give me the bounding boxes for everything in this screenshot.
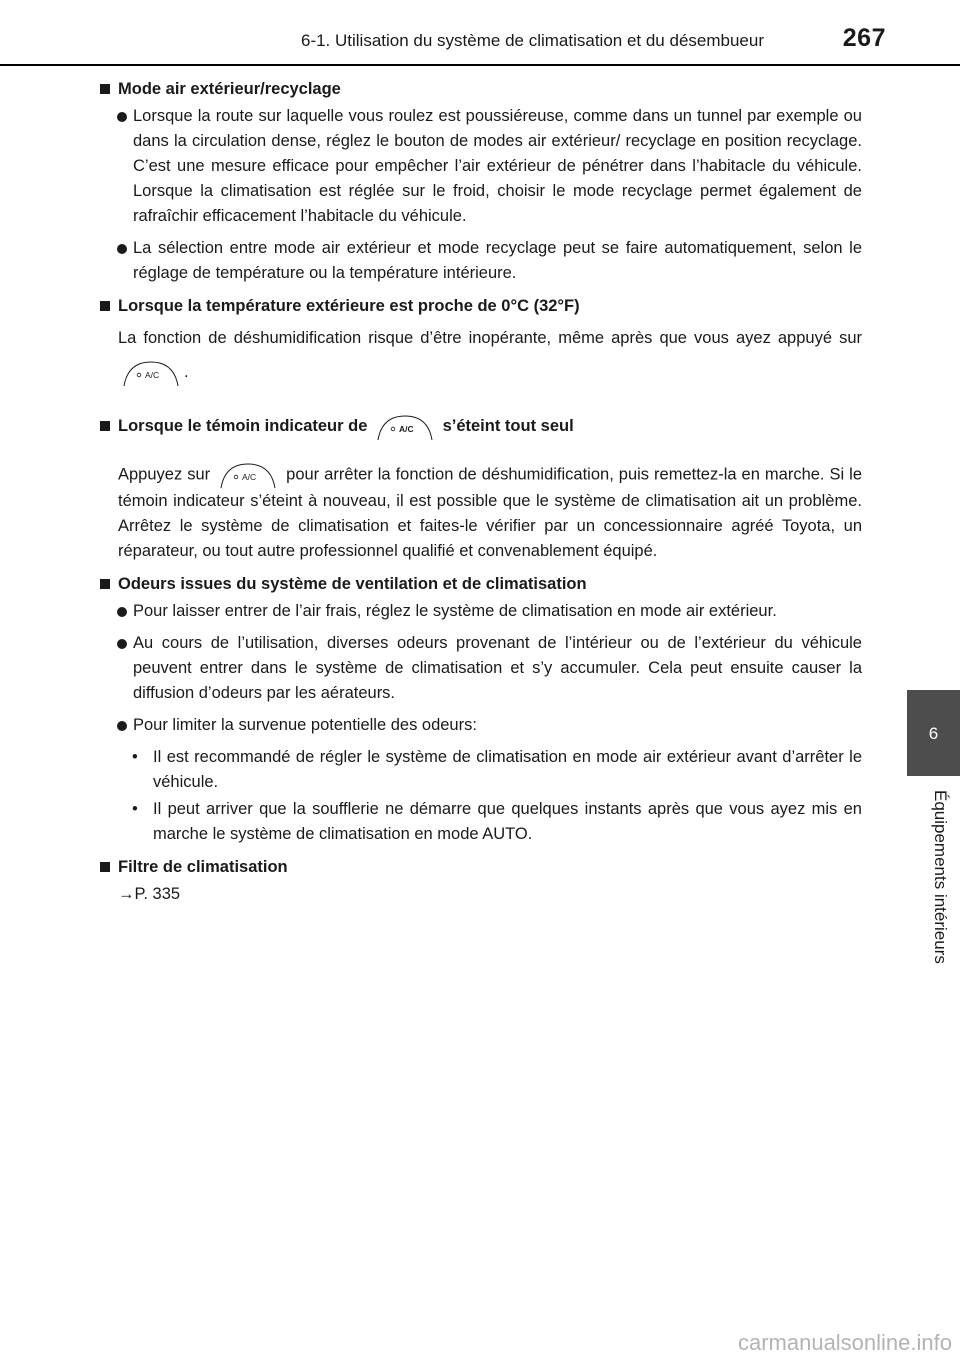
bullet-item: Au cours de l’utilisation, diverses odeu… [98,631,862,706]
page-number: 267 [842,24,886,52]
small-bullet-icon: • [132,748,138,766]
svg-text:A/C: A/C [399,424,414,434]
section-outside-air-recirc: Mode air extérieur/recyclage Lorsque la … [98,77,862,286]
heading-text: Filtre de climatisation [118,858,288,876]
sub-bullet-item: • Il peut arriver que la soufflerie ne dé… [98,797,862,847]
paragraph: La fonction de déshumidification risque … [98,321,862,389]
square-bullet-icon [100,301,110,311]
svg-text:A/C: A/C [145,370,159,380]
sub-bullet-text: Il peut arriver que la soufflerie ne dém… [153,800,862,843]
section-ac-filter: Filtre de climatisation →P. 335 [98,855,862,907]
round-bullet-icon [117,244,127,254]
round-bullet-icon [117,721,127,731]
chapter-label: Équipements intérieurs [931,790,950,964]
square-bullet-icon [100,862,110,872]
heading-text: Lorsque la température extérieure est pr… [118,297,580,315]
chapter-tab: 6 [907,690,960,776]
round-bullet-icon [117,607,127,617]
bullet-text: Pour laisser entrer de l’air frais, régl… [133,602,777,620]
page-content: Mode air extérieur/recyclage Lorsque la … [98,77,862,915]
heading-text: s’éteint tout seul [442,417,574,435]
bullet-item: Pour limiter la survenue potentielle des… [98,713,862,738]
paragraph-text: . [184,363,189,381]
heading-text: Lorsque le témoin indicateur de [118,417,368,435]
square-bullet-icon [100,84,110,94]
watermark: carmanualsonline.info [737,1330,952,1355]
section-heading: Odeurs issues du système de ventilation … [98,572,862,597]
bullet-text: Lorsque la route sur laquelle vous roule… [133,107,862,225]
paragraph-text: pour arrêter la fonction de déshumidific… [118,465,863,560]
sub-bullet-item: • Il est recommandé de régler le système … [98,745,862,795]
bullet-item: Lorsque la route sur laquelle vous roule… [98,104,862,229]
bullet-text: Au cours de l’utilisation, diverses odeu… [133,634,862,702]
section-low-temperature: Lorsque la température extérieure est pr… [98,294,862,389]
section-heading: Filtre de climatisation [98,855,862,880]
section-heading: Mode air extérieur/recyclage [98,77,862,102]
paragraph: Appuyez sur A/C pour arrêter la fonction… [98,461,862,564]
paragraph-text: Appuyez sur [118,465,211,484]
section-heading: Lorsque le témoin indicateur de A/C s’ét… [98,411,862,441]
svg-text:A/C: A/C [242,472,256,482]
header-rule [0,64,960,66]
square-bullet-icon [100,421,110,431]
bullet-text: Pour limiter la survenue potentielle des… [133,716,477,734]
round-bullet-icon [117,112,127,122]
ac-button-icon: A/C [219,461,277,489]
bullet-item: Pour laisser entrer de l’air frais, régl… [98,599,862,624]
section-heading: Lorsque la température extérieure est pr… [98,294,862,319]
page-reference-link[interactable]: →P. 335 [118,885,181,903]
section-odors: Odeurs issues du système de ventilation … [98,572,862,847]
chapter-number: 6 [928,724,939,743]
round-bullet-icon [117,639,127,649]
sub-bullet-text: Il est recommandé de régler le système d… [153,748,862,791]
paragraph-text: La fonction de déshumidification risque … [118,329,862,347]
heading-text: Mode air extérieur/recyclage [118,80,341,98]
bullet-text: La sélection entre mode air extérieur et… [133,239,862,282]
page-header: 6-1. Utilisation du système de climatisa… [0,0,960,66]
ac-button-icon: A/C [122,359,180,387]
ac-button-icon: A/C [376,413,434,441]
small-bullet-icon: • [132,800,138,818]
heading-text: Odeurs issues du système de ventilation … [118,575,587,593]
bullet-item: La sélection entre mode air extérieur et… [98,236,862,286]
square-bullet-icon [100,579,110,589]
section-title: 6-1. Utilisation du système de climatisa… [300,31,764,50]
section-indicator-off: Lorsque le témoin indicateur de A/C s’ét… [98,411,862,564]
